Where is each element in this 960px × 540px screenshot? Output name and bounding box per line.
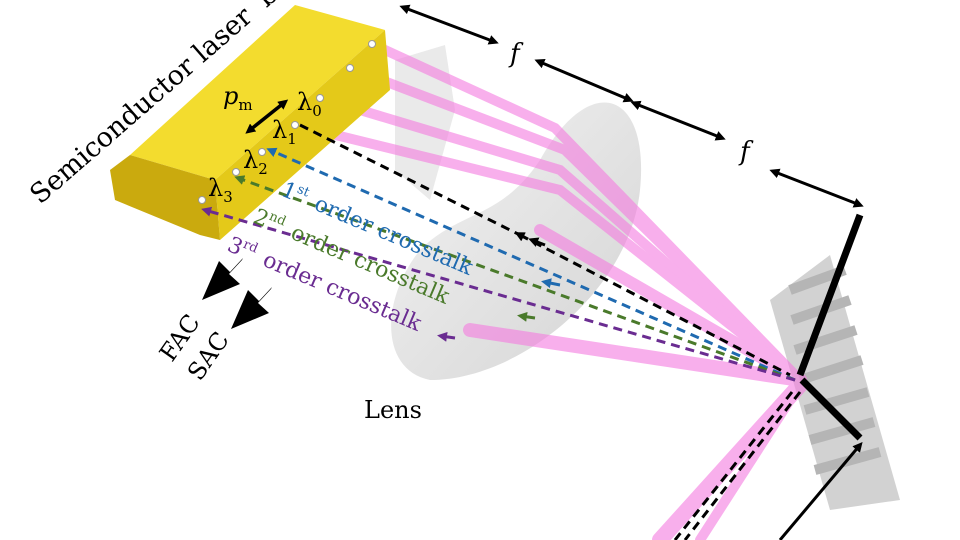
lens-label: Lens (364, 396, 422, 424)
zero-order-feedback (299, 123, 802, 540)
focal-arrows (399, 4, 864, 540)
third-order-midpoint (437, 331, 456, 342)
laser-bar (110, 5, 390, 240)
pitch-arrow (245, 99, 289, 134)
zero-order-midpoint (528, 237, 546, 247)
lambda-2-label: λ2 (243, 146, 268, 178)
second-order-midpoint (517, 311, 536, 322)
third-order-crosstalk-arrow (201, 206, 796, 382)
focal-label-1: f (508, 39, 524, 69)
emitters (198, 40, 376, 204)
lambda-3-label: λ3 (208, 174, 233, 206)
focal-label-2: f (738, 137, 754, 167)
first-order-midpoint (541, 278, 561, 289)
first-order-crosstalk-arrow (266, 147, 796, 382)
axis-arrows (202, 258, 272, 329)
second-order-crosstalk-arrow (234, 175, 796, 382)
pitch-label: pm (223, 82, 253, 114)
lambda-1-label: λ1 (272, 116, 297, 148)
grating-mirror (796, 213, 864, 441)
laser-beams (290, 39, 808, 540)
lambda-0-label: λ0 (297, 88, 322, 120)
